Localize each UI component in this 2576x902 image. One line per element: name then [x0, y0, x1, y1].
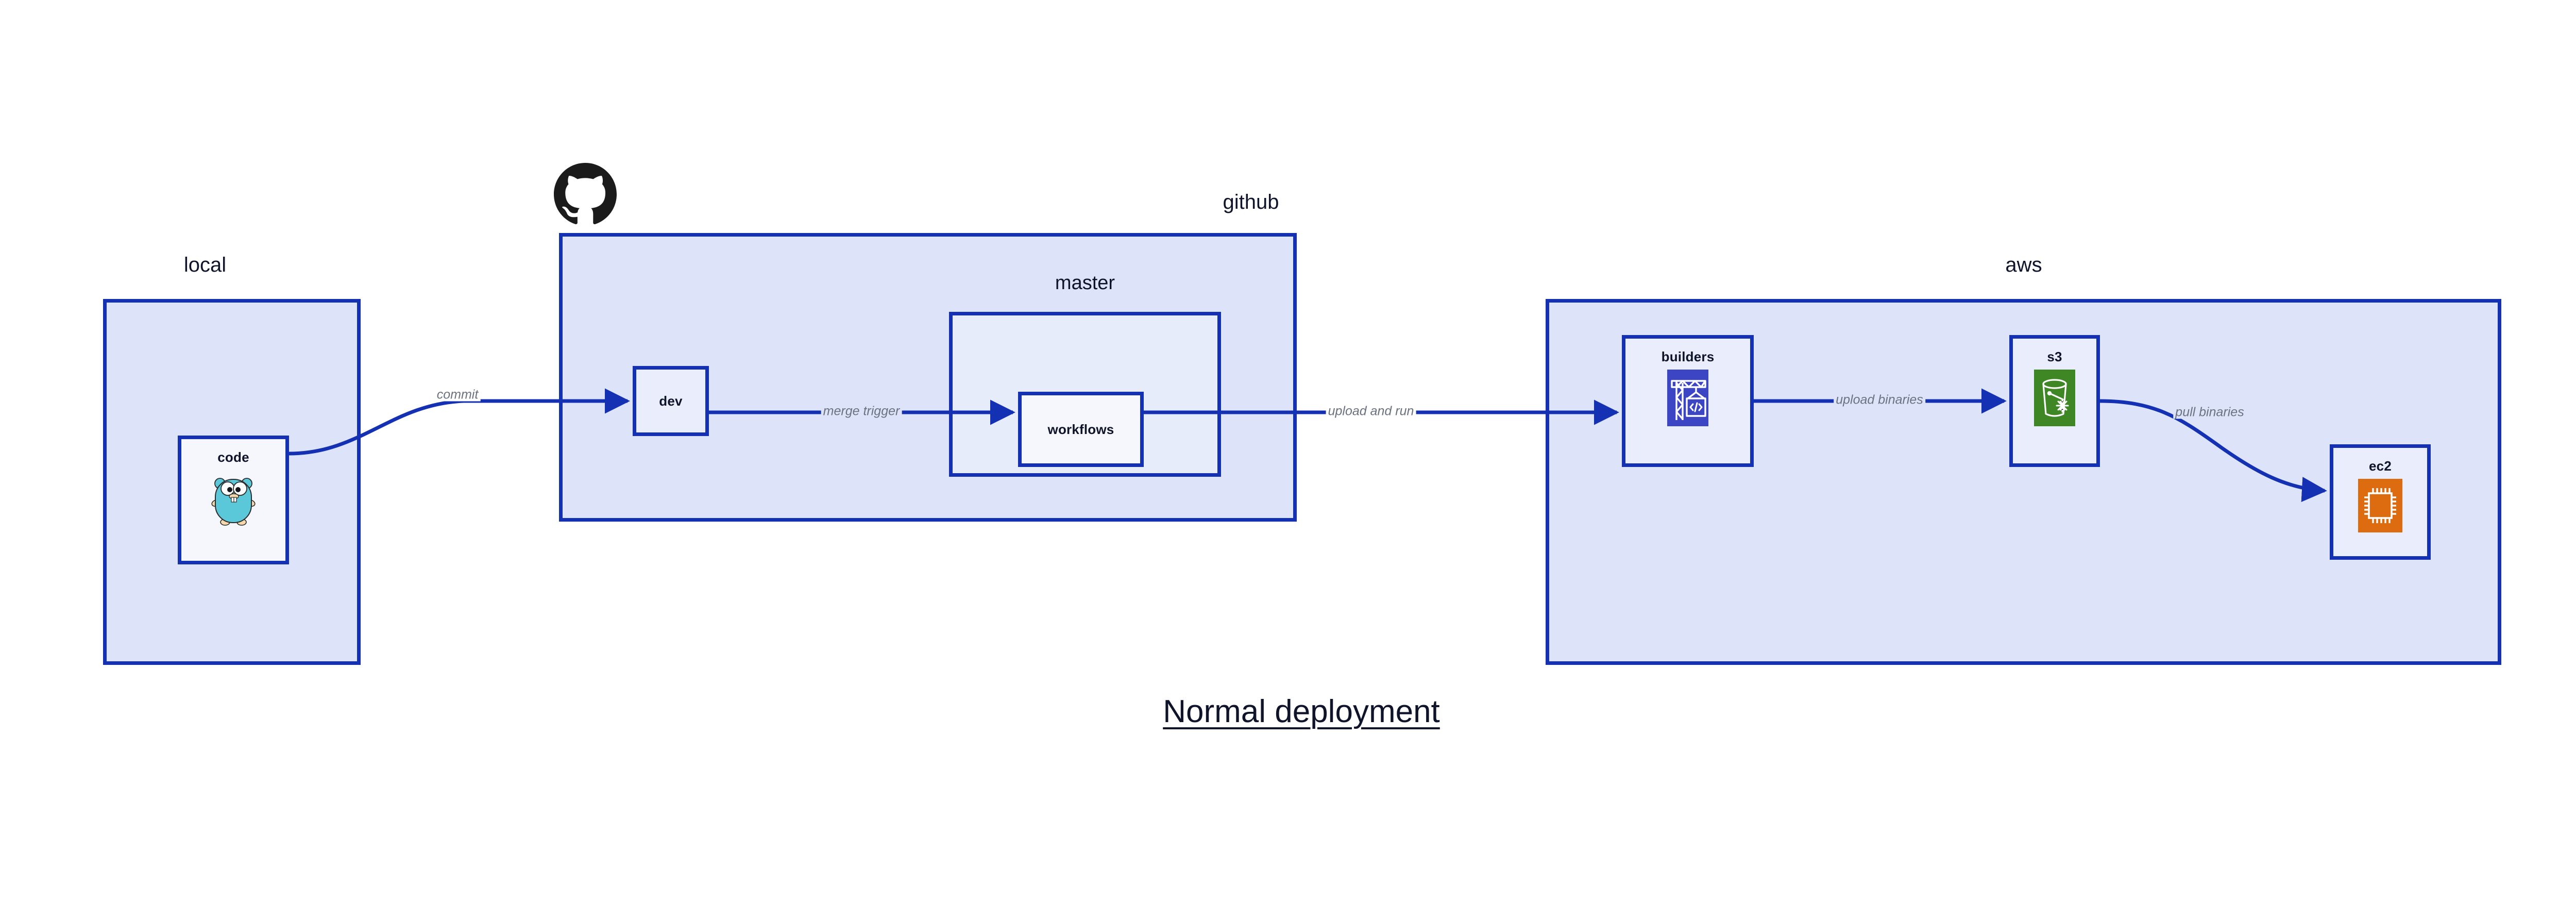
node-workflows[interactable]: workflows: [1018, 392, 1144, 467]
zone-title-master: master: [1055, 272, 1115, 294]
node-code[interactable]: code: [178, 436, 289, 564]
diagram-caption: Normal deployment: [1163, 694, 1440, 729]
node-ec2[interactable]: ec2: [2330, 444, 2431, 560]
edge-label-merge-trigger: merge trigger: [821, 405, 902, 418]
node-builders-label: builders: [1661, 349, 1715, 364]
aws-ec2-icon: [2358, 479, 2402, 532]
node-s3[interactable]: s3: [2009, 335, 2100, 467]
edge-label-pull-binaries: pull binaries: [2173, 406, 2246, 419]
aws-s3-glacier-icon: [2034, 370, 2075, 426]
aws-codebuild-icon: [1667, 370, 1708, 426]
node-code-label: code: [217, 449, 249, 465]
node-s3-label: s3: [2047, 349, 2062, 364]
node-workflows-label: workflows: [1047, 422, 1114, 437]
zone-title-aws: aws: [2005, 254, 2042, 276]
edge-label-upload-and-run: upload and run: [1326, 405, 1416, 418]
zone-title-github: github: [1223, 191, 1279, 213]
zone-title-local: local: [183, 254, 227, 276]
edge-label-commit: commit: [434, 388, 481, 402]
github-octocat-icon: [554, 163, 617, 224]
node-dev[interactable]: dev: [633, 366, 709, 436]
node-builders[interactable]: builders: [1622, 335, 1754, 467]
go-gopher-icon: [211, 478, 256, 526]
node-dev-label: dev: [659, 393, 683, 409]
node-ec2-label: ec2: [2369, 458, 2392, 474]
edge-label-upload-binaries: upload binaries: [1834, 393, 1925, 407]
